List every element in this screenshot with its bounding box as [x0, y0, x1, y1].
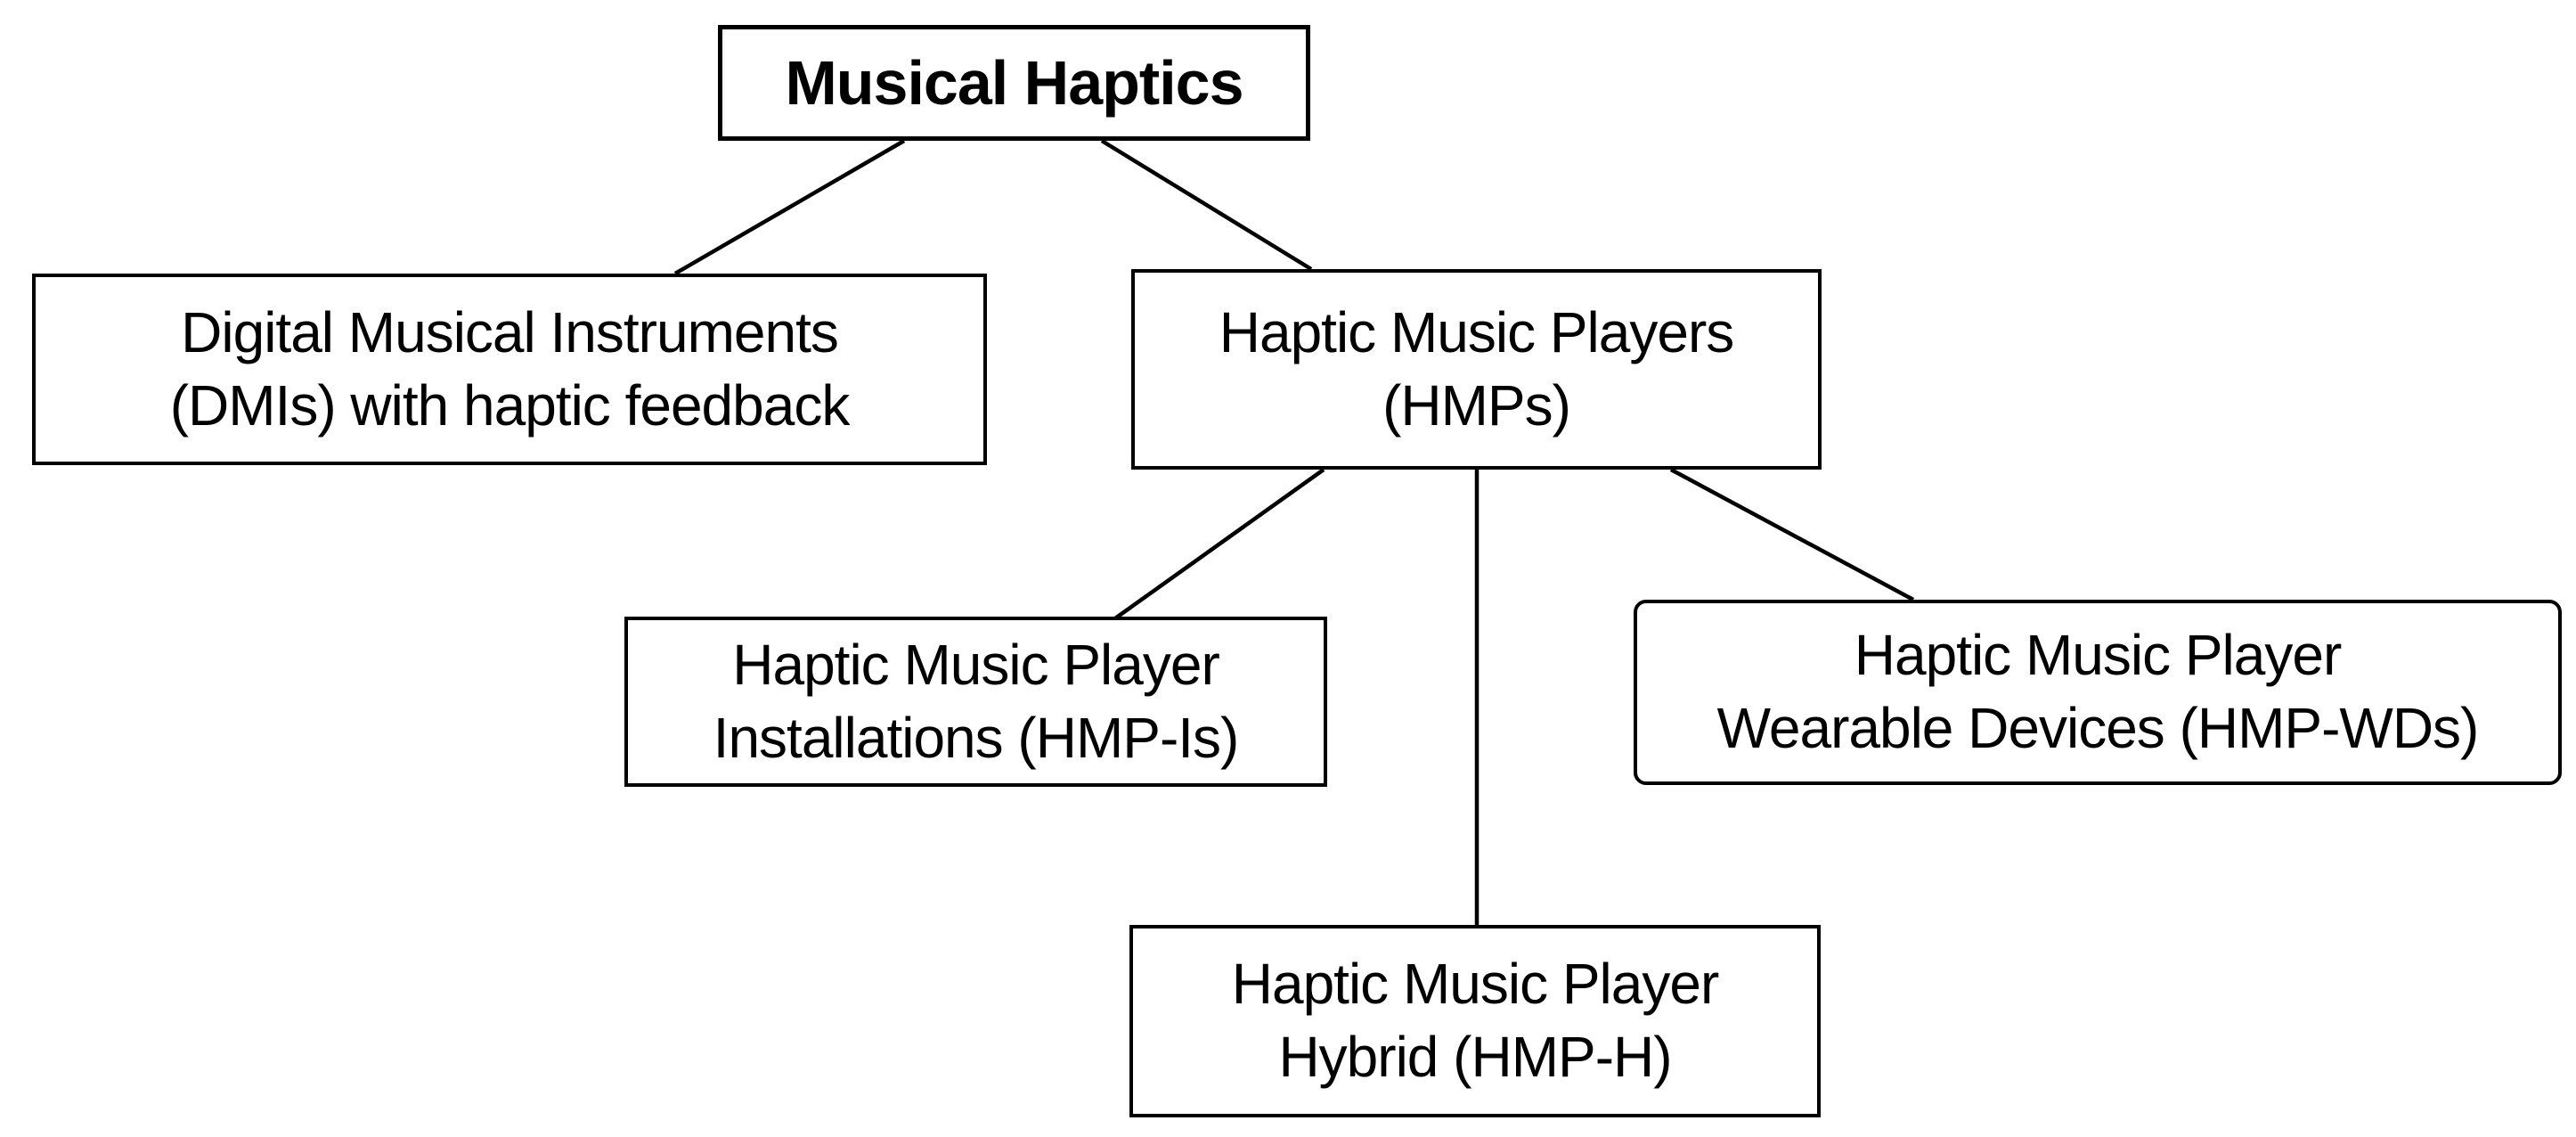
node-haptic-music-players-label: Haptic Music Players (HMPs) [1219, 299, 1734, 438]
edge-hmp-to-hmp-wds [1669, 468, 1915, 601]
edge-hmp-to-hmp-is [1113, 468, 1325, 620]
node-hmp-installations: Haptic Music Player Installations (HMP-I… [624, 617, 1327, 787]
edge-root-to-dmi [673, 139, 906, 275]
node-hmp-hybrid: Haptic Music Player Hybrid (HMP-H) [1129, 925, 1821, 1117]
edge-root-to-hmp [1100, 139, 1313, 271]
node-musical-haptics-label: Musical Haptics [785, 47, 1243, 118]
node-hmp-wearable-devices-label: Haptic Music Player Wearable Devices (HM… [1716, 623, 2480, 760]
node-hmp-wearable-devices: Haptic Music Player Wearable Devices (HM… [1634, 600, 2562, 785]
node-dmi-haptic-feedback-label: Digital Musical Instruments (DMIs) with … [169, 299, 851, 438]
node-dmi-haptic-feedback: Digital Musical Instruments (DMIs) with … [32, 274, 987, 465]
node-haptic-music-players: Haptic Music Players (HMPs) [1131, 269, 1822, 470]
node-hmp-hybrid-label: Haptic Music Player Hybrid (HMP-H) [1231, 952, 1719, 1089]
node-hmp-installations-label: Haptic Music Player Installations (HMP-I… [713, 632, 1240, 770]
node-musical-haptics: Musical Haptics [718, 25, 1310, 141]
